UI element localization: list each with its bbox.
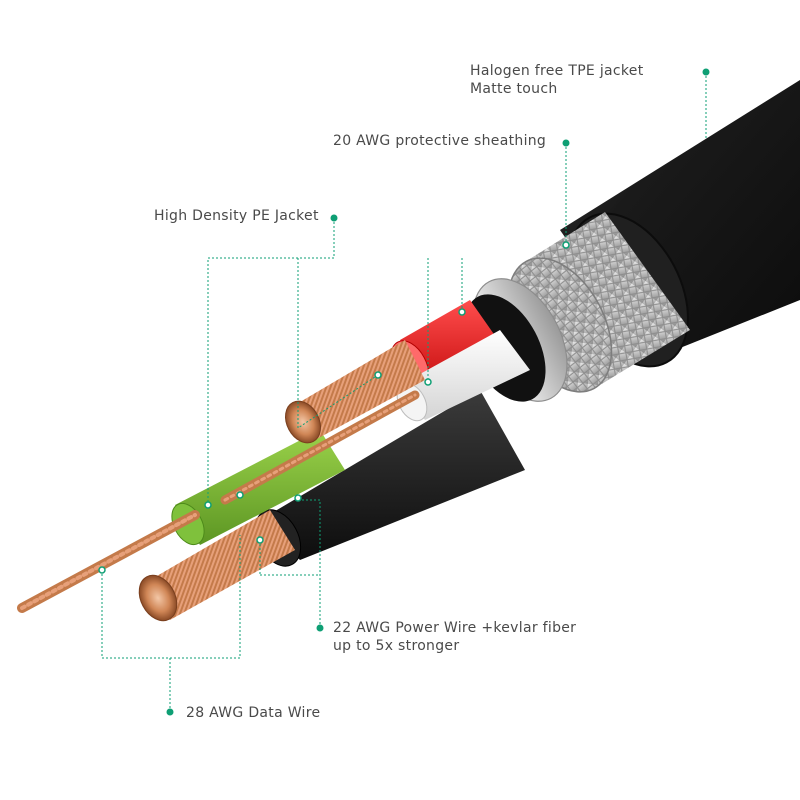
label-jacket: Halogen free TPE jacket Matte touch [470, 62, 696, 98]
label-jacket-line1: Halogen free TPE jacket [470, 63, 644, 79]
dot-power-wire [316, 624, 324, 632]
dot-sheathing [562, 139, 570, 147]
label-data-wire: 28 AWG Data Wire [186, 704, 320, 722]
label-sheathing-line1: 20 AWG protective sheathing [333, 133, 547, 149]
dot-pe-jacket [330, 214, 338, 222]
dot-jacket [702, 68, 710, 76]
callout-dots [98, 68, 710, 716]
label-sheathing: 20 AWG protective sheathing [333, 132, 546, 150]
callout-lines [101, 72, 707, 712]
label-power-wire-line2: up to 5x stronger [333, 638, 460, 654]
label-power-wire-line1: 22 AWG Power Wire +kevlar fiber [333, 620, 577, 636]
label-power-wire: 22 AWG Power Wire +kevlar fiber up to 5x… [333, 619, 576, 655]
label-pe-jacket: High Density PE Jacket [154, 207, 319, 225]
label-data-wire-line1: 28 AWG Data Wire [186, 705, 321, 721]
label-jacket-line2: Matte touch [470, 81, 558, 97]
label-pe-jacket-line1: High Density PE Jacket [154, 208, 319, 224]
dot-data-wire [166, 708, 174, 716]
twisted-data-wire [17, 390, 420, 613]
